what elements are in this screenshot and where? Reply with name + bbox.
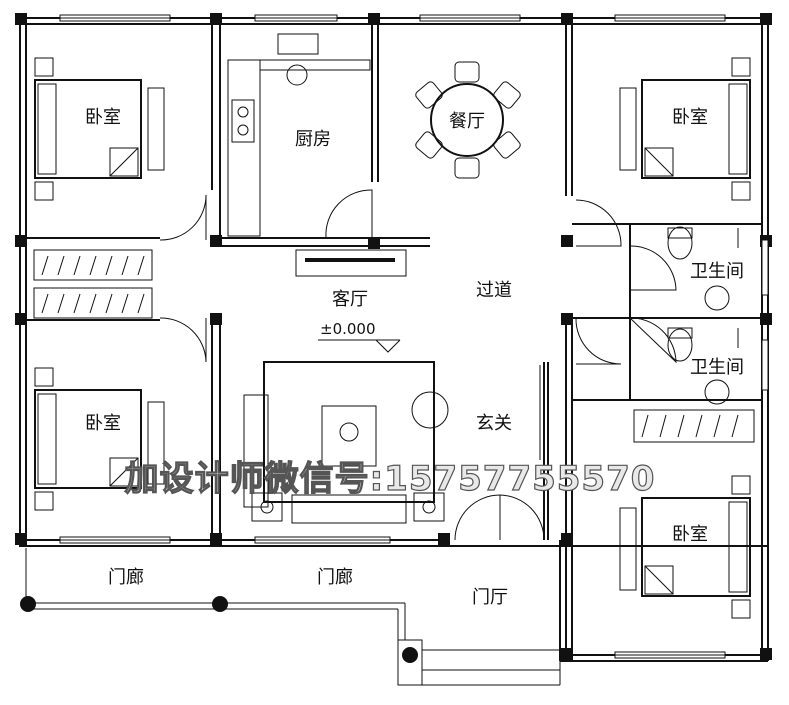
room-label-foyer: 玄关 [476,413,512,434]
bathroom-fixtures [667,226,739,405]
room-label-bath-1: 卫生间 [690,261,744,282]
doors [159,189,677,541]
bed-bottom-left [34,367,165,511]
porch-railing [20,548,561,686]
bed-top-right [619,57,751,201]
elevation-label: ±0.000 [320,320,376,338]
bed-bottom-right [619,475,751,619]
room-label-bath-2: 卫生间 [690,357,744,378]
watermark-text: 加设计师微信号:15757755570 [125,459,656,499]
room-label-porch-1: 门廊 [108,567,144,588]
room-label-porch-2: 门廊 [317,567,353,588]
room-label-living: 客厅 [332,289,368,310]
room-label-kitchen: 厨房 [295,129,331,150]
sofa-set [243,361,449,524]
room-label-bedroom-br: 卧室 [672,524,708,545]
kitchen-fixtures [227,33,407,277]
room-label-bedroom-bl: 卧室 [85,413,121,434]
room-label-bedroom-tl: 卧室 [85,107,121,128]
wardrobes [33,249,755,443]
structural-columns [15,13,772,660]
room-label-bedroom-tr: 卧室 [672,107,708,128]
room-label-dining: 餐厅 [449,111,485,132]
room-label-corridor: 过道 [476,280,512,301]
windows [59,14,769,659]
room-label-entrance: 门厅 [472,587,508,608]
dining-table [415,61,521,179]
interior-walls [26,24,762,655]
bed-top-left [34,57,165,201]
elevation-marker [318,339,401,353]
